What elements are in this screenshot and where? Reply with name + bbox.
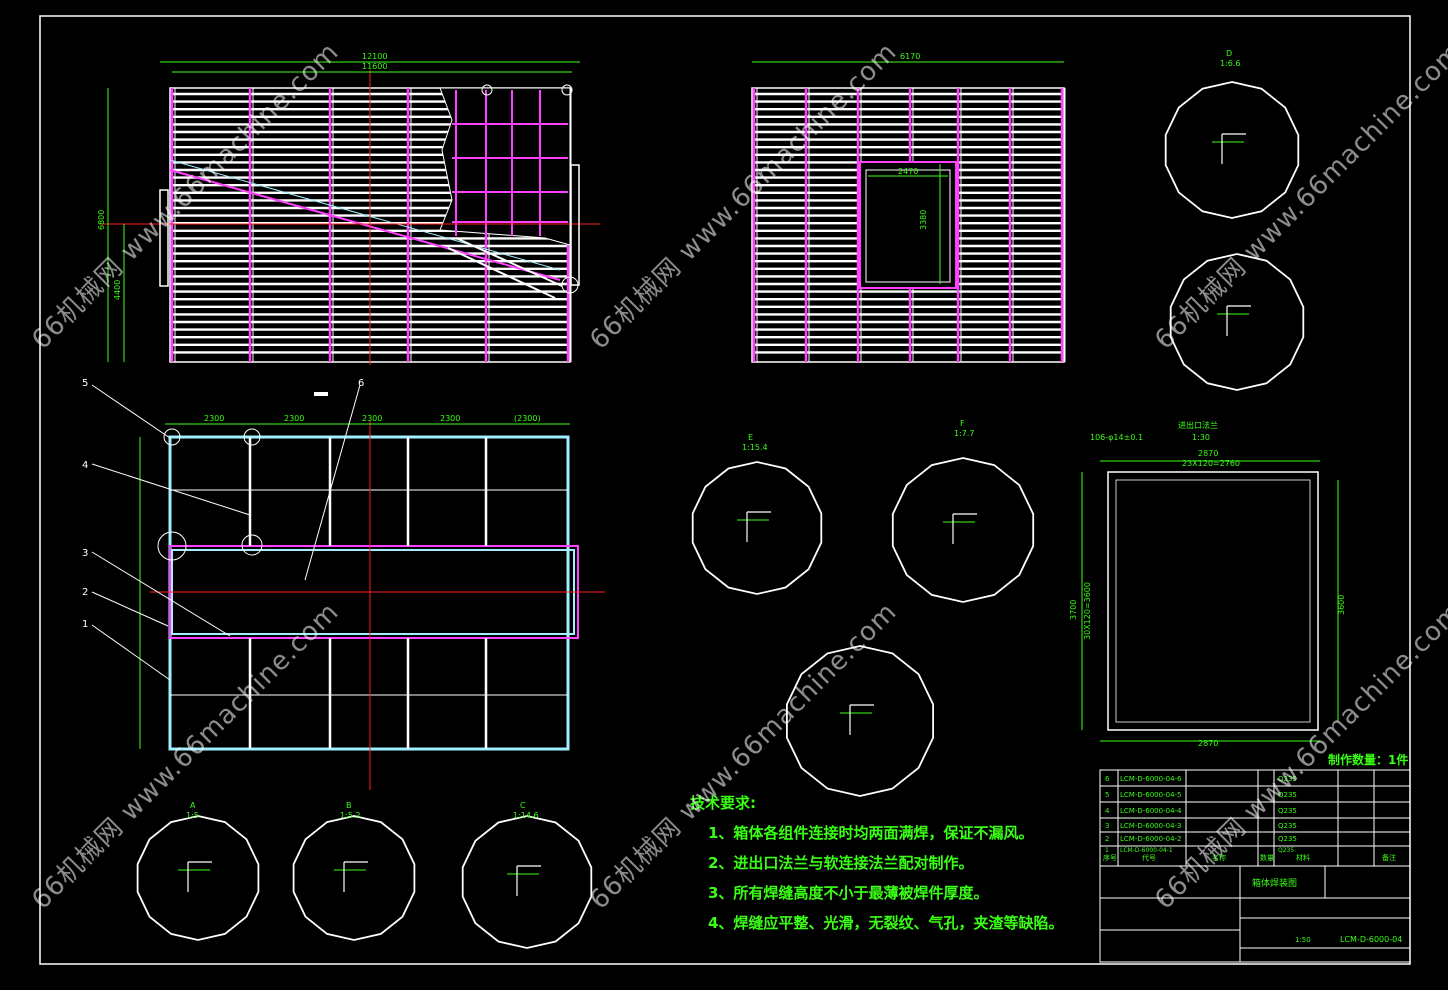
dim-top-overall: 12100 (362, 52, 387, 61)
detail-g-polygon (786, 645, 934, 797)
drawing-border (39, 15, 1411, 965)
detail-b-polygon (292, 815, 416, 941)
flange-scale: 1:30 (1192, 433, 1210, 442)
dim-opening-w: 2470 (898, 167, 918, 176)
callout-3: 3 (82, 548, 88, 559)
dim-span-4: 2300 (440, 414, 460, 423)
detail-c-scale: 1:14.6 (513, 811, 539, 820)
dim-flange-bottom: 2870 (1198, 739, 1218, 748)
tech-item-1: 1、箱体各组件连接时均两面满焊，保证不漏风。 (708, 824, 1034, 842)
dim-span-3: 2300 (362, 414, 382, 423)
title-header-material: 材料 (1296, 853, 1310, 862)
dim-height: 6800 (97, 210, 106, 230)
detail-e-scale: 1:15.4 (742, 443, 768, 452)
dim-flange-side-sub: 30X120=3600 (1083, 582, 1092, 640)
title-header-code: 代号 (1142, 853, 1156, 862)
detail-d2-polygon (1169, 253, 1305, 391)
row-mat-2: Q235 (1278, 835, 1297, 843)
row-code-5: LCM-D-6000-04-5 (1120, 791, 1182, 799)
title-header-qty: 数量 (1260, 853, 1274, 862)
title-scale: 1:50 (1295, 936, 1311, 944)
row-code-2: LCM-D-6000-04-2 (1120, 835, 1182, 843)
title-drawing-number: LCM-D-6000-04 (1340, 935, 1402, 944)
flange-holes: 106-φ14±0.1 (1090, 433, 1143, 442)
dim-span-5: (2300) (514, 414, 541, 423)
technical-requirements: 技术要求: 1、箱体各组件连接时均两面满焊，保证不漏风。 2、进出口法兰与软连接… (690, 788, 1063, 938)
tech-item-3: 3、所有焊缝高度不小于最薄被焊件厚度。 (708, 884, 989, 902)
callout-2: 2 (82, 587, 88, 598)
dim-height-lower: 4400 (113, 280, 122, 300)
row-mat-4: Q235 (1278, 807, 1297, 815)
detail-c-label: C (520, 801, 526, 810)
callout-4: 4 (82, 460, 88, 471)
flange-title: 进出口法兰 (1178, 420, 1218, 430)
dim-flange-side: 3700 (1069, 600, 1078, 620)
callout-1: 1 (82, 619, 88, 630)
row-code-1: LCM-D-6000-04-1 (1120, 847, 1173, 854)
detail-f-label: F (960, 419, 965, 428)
title-header-seq: 序号 (1103, 853, 1117, 862)
dim-opening-h: 3380 (919, 210, 928, 230)
title-block-grid (1099, 769, 1411, 963)
dim-side-overall: 6170 (900, 52, 920, 61)
row-seq-5: 5 (1105, 791, 1109, 799)
tech-item-4: 4、焊缝应平整、光滑，无裂纹、气孔，夹渣等缺陷。 (708, 914, 1064, 932)
callout-5: 5 (82, 378, 88, 389)
row-mat-3: Q235 (1278, 822, 1297, 830)
side-elevation-view (751, 61, 1066, 363)
dim-top-inner: 11600 (362, 62, 387, 71)
detail-e-label: E (748, 433, 753, 442)
title-drawing-name: 箱体焊装图 (1252, 877, 1297, 889)
plan-view (91, 384, 605, 790)
detail-d-label: D (1226, 49, 1232, 58)
detail-b-label: B (346, 801, 352, 810)
row-mat-6: Q235 (1278, 775, 1297, 783)
row-seq-3: 3 (1105, 822, 1109, 830)
front-elevation-view (100, 61, 600, 365)
row-seq-2: 2 (1105, 835, 1109, 843)
detail-b-scale: 1:5.2 (340, 811, 361, 820)
flange-plate-view (1081, 460, 1339, 742)
row-code-6: LCM-D-6000-04-6 (1120, 775, 1182, 783)
title-header-remark: 备注 (1382, 853, 1396, 862)
detail-f-polygon (891, 457, 1035, 603)
row-seq-1: 1 (1105, 847, 1109, 854)
row-code-3: LCM-D-6000-04-3 (1120, 822, 1182, 830)
dim-flange-top-sub: 23X120=2760 (1182, 459, 1240, 468)
dim-span-2: 2300 (284, 414, 304, 423)
dim-flange-top: 2870 (1198, 449, 1218, 458)
row-mat-1: Q235 (1278, 847, 1294, 854)
detail-d-polygon (1164, 81, 1300, 219)
row-code-4: LCM-D-6000-04-4 (1120, 807, 1182, 815)
detail-e-polygon (691, 461, 823, 595)
detail-f-scale: 1:7.7 (954, 429, 975, 438)
detail-a-scale: 1:5 (186, 811, 199, 820)
row-mat-5: Q235 (1278, 791, 1297, 799)
dim-flange-right: 3600 (1337, 595, 1346, 615)
row-seq-4: 4 (1105, 807, 1110, 815)
detail-a-polygon (136, 815, 260, 941)
title-header-name: 名称 (1212, 853, 1226, 862)
row-seq-6: 6 (1105, 775, 1110, 783)
detail-c-polygon (461, 815, 593, 949)
detail-a-label: A (190, 801, 196, 810)
dim-span-1: 2300 (204, 414, 224, 423)
detail-d-scale: 1:6.6 (1220, 59, 1241, 68)
tech-heading: 技术要求: (690, 794, 756, 812)
quantity-note: 制作数量：1件 (1328, 753, 1409, 767)
tech-item-2: 2、进出口法兰与软连接法兰配对制作。 (708, 854, 974, 872)
callout-6: 6 (358, 378, 364, 389)
